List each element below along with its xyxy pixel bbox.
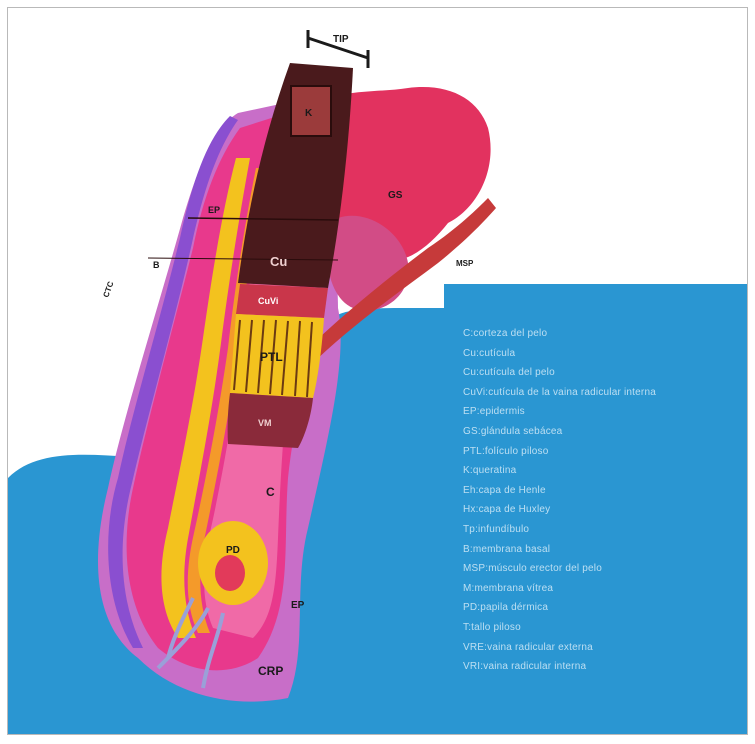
legend-item: VRE:vaina radicular externa: [463, 638, 656, 658]
label-ep: EP: [208, 205, 220, 215]
label-gs: GS: [388, 190, 403, 201]
label-k: K: [305, 108, 313, 119]
papilla-core: [215, 555, 245, 591]
figure-frame: TIP K EP GS MSP B Cu CuVi PTL VM C PD EP…: [7, 7, 748, 735]
legend-item: C:corteza del pelo: [463, 324, 656, 344]
label-crp: CRP: [258, 664, 283, 678]
legend-item: K:queratina: [463, 461, 656, 481]
legend-item: CuVi:cutícula de la vaina radicular inte…: [463, 383, 656, 403]
label-ep2: EP: [291, 600, 305, 611]
legend-item: VRI:vaina radicular interna: [463, 657, 656, 677]
label-vm: VM: [258, 418, 272, 428]
label-cuvi: CuVi: [258, 296, 278, 306]
label-pd: PD: [226, 545, 240, 556]
legend-item: Hx:capa de Huxley: [463, 500, 656, 520]
cuticle-band: [236, 284, 328, 318]
legend-item: Tp:infundíbulo: [463, 520, 656, 540]
label-c: C: [266, 485, 275, 499]
legend-item: Cu:cutícula del pelo: [463, 363, 656, 383]
legend-item: T:tallo piloso: [463, 618, 656, 638]
legend-item: B:membrana basal: [463, 540, 656, 560]
legend-item: PTL:folículo piloso: [463, 442, 656, 462]
label-tip: TIP: [333, 34, 349, 45]
legend-item: M:membrana vítrea: [463, 579, 656, 599]
label-ctc: CTC: [101, 280, 115, 299]
legend-item: GS:glándula sebácea: [463, 422, 656, 442]
label-msp: MSP: [456, 259, 474, 268]
legend-item: MSP:músculo erector del pelo: [463, 559, 656, 579]
label-b: B: [153, 260, 160, 270]
label-ptl: PTL: [260, 350, 283, 364]
legend-item: EP:epidermis: [463, 402, 656, 422]
legend-item: Eh:capa de Henle: [463, 481, 656, 501]
legend-item: Cu:cutícula: [463, 344, 656, 364]
label-cu: Cu: [270, 254, 287, 269]
legend-item: PD:papila dérmica: [463, 598, 656, 618]
